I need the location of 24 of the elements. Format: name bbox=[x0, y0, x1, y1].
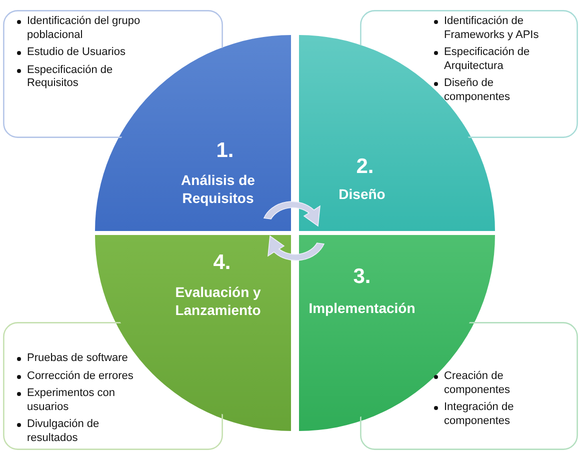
step-number: 1. bbox=[216, 139, 234, 163]
note-box bbox=[360, 10, 578, 138]
bullet-item: Especificación de Requisitos bbox=[27, 64, 113, 89]
bullet-item: Estudio de Usuarios bbox=[27, 46, 126, 58]
note-box bbox=[3, 322, 223, 450]
bullet-item: Pruebas de software bbox=[27, 352, 128, 364]
bullet-item: Identificación del grupo poblacional bbox=[27, 15, 140, 40]
note-box bbox=[3, 10, 223, 138]
note-box bbox=[360, 322, 578, 450]
step-number: 3. bbox=[353, 265, 371, 289]
bullet-item: Identificación de Frameworks y APIs bbox=[444, 15, 539, 40]
bullet-item: Integración de componentes bbox=[444, 401, 514, 426]
bullet-item: Corrección de errores bbox=[27, 370, 134, 382]
bullet-item: Experimentos con usuarios bbox=[27, 387, 116, 412]
bullet-item: Divulgación de resultados bbox=[27, 418, 100, 444]
bullet-item: Creación de componentes bbox=[444, 370, 510, 396]
step-title: Análisis de Requisitos bbox=[180, 171, 256, 207]
bullet-item: Diseño de componentes bbox=[444, 77, 510, 102]
bullet-item: Especificación de Arquitectura bbox=[444, 46, 530, 72]
step-number: 2. bbox=[356, 155, 374, 179]
step-number: 4. bbox=[213, 251, 231, 275]
step-title: Diseño bbox=[338, 185, 386, 203]
step-title: Evaluación y Lanzamiento bbox=[174, 283, 262, 319]
step-title: Implementación bbox=[308, 299, 416, 317]
